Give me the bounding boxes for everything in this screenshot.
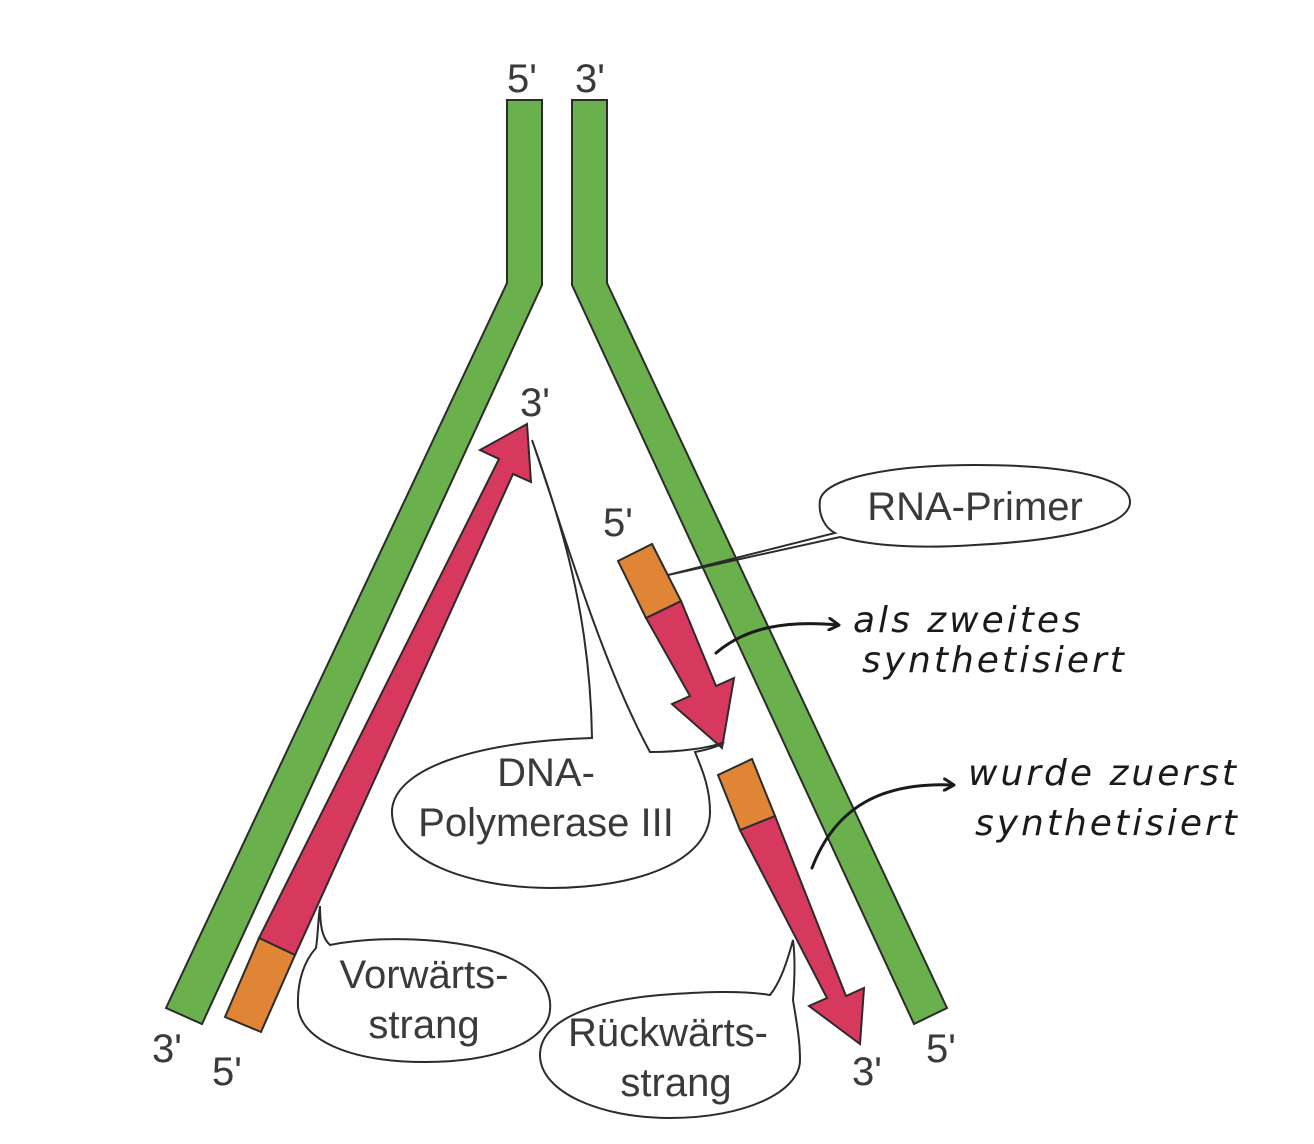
lagging-callout-shape (538, 939, 802, 1120)
end-label-lagging-start: 5' (603, 501, 633, 545)
polymerase-label-line2: Polymerase III (418, 801, 674, 845)
polymerase-label-line1: DNA- (497, 751, 595, 795)
leading-primer (223, 936, 297, 1034)
polymerase-callout-shape (390, 439, 725, 890)
end-label-bottom-left-template: 3' (152, 1027, 182, 1071)
lagging-primer-upper (616, 542, 683, 620)
lagging-fragment-upper (644, 599, 736, 750)
template-strand-left (164, 99, 543, 1026)
end-label-top-left: 5' (507, 57, 537, 101)
rna-primer-label: RNA-Primer (867, 485, 1083, 529)
lagging-label-line1: Rückwärts- (568, 1011, 768, 1055)
leading-callout-shape (296, 905, 552, 1064)
end-label-bottom-right-template: 5' (926, 1027, 956, 1071)
leading-label-line1: Vorwärts- (340, 953, 509, 997)
annotation-second-line2: synthetisiert (862, 640, 1127, 681)
annotation-arrow-first (810, 785, 953, 870)
end-label-top-right: 3' (575, 57, 605, 101)
rna-primer-callout-shape (667, 463, 1132, 576)
annotation-first-line1: wurde zuerst (968, 753, 1239, 794)
lagging-label-line2: strang (620, 1061, 731, 1105)
lagging-fragment-lower (738, 814, 866, 1046)
lagging-primer-lower (716, 757, 777, 832)
leading-strand (257, 422, 533, 957)
annotation-arrow-second (714, 624, 838, 655)
annotation-first-line2: synthetisiert (975, 803, 1240, 844)
end-label-bottom-left-leading: 5' (212, 1050, 242, 1094)
template-strand-right (571, 99, 949, 1026)
leading-label-line2: strang (368, 1003, 479, 1047)
end-label-leading-tip: 3' (520, 381, 550, 425)
end-label-bottom-right-lagging: 3' (852, 1050, 882, 1094)
annotation-second-line1: als zweites (853, 600, 1084, 641)
